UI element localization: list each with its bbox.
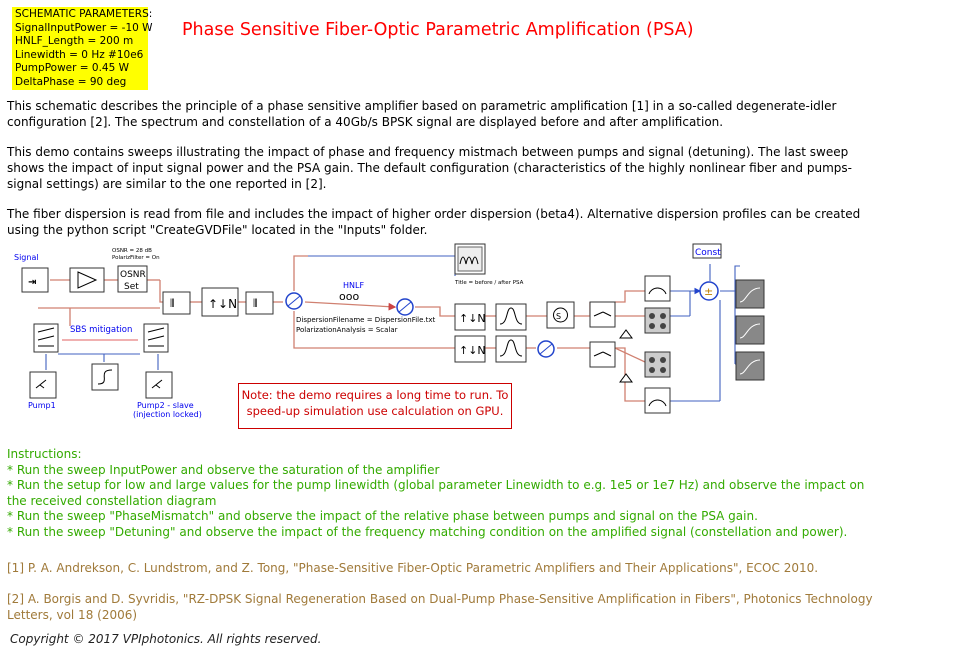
osnr-param: OSNR = 28 dB [112, 248, 152, 254]
osnr-box-line2: Set [124, 282, 139, 292]
svg-text:↑↓N: ↑↓N [208, 297, 237, 311]
ground-triangle-2 [619, 373, 633, 383]
pump-combiner-node[interactable] [285, 292, 303, 310]
const-label: Const [695, 248, 721, 258]
schematic-canvas: Signal ⇥ OSNR = 28 dB PolarizFilter = On… [14, 243, 765, 419]
pulse-carver-block[interactable] [69, 267, 105, 293]
svg-text:ooo: ooo [339, 290, 359, 303]
osnr-set-block[interactable]: OSNR Set [117, 265, 148, 293]
svg-text:⇥: ⇥ [28, 277, 36, 288]
const-source-block[interactable]: Const [692, 243, 722, 259]
gpu-note-box: Note: the demo requires a long time to r… [238, 383, 512, 429]
note-line-1: Note: the demo requires a long time to r… [241, 388, 509, 402]
svg-text:⫴: ⫴ [170, 297, 175, 310]
svg-text:↑↓N: ↑↓N [459, 344, 486, 357]
pump2-label-line1: Pump2 - slave [137, 401, 194, 410]
clock-recovery-block[interactable]: S [546, 301, 575, 329]
sbs-modulator-2[interactable] [143, 323, 169, 353]
constellation-block-1[interactable] [644, 307, 671, 334]
description-paragraph-1: This schematic describes the principle o… [7, 99, 837, 129]
signal-label: Signal [14, 253, 39, 262]
switch-block-1[interactable] [589, 301, 616, 328]
coupler-block[interactable]: ↑↓N [201, 287, 239, 317]
psa-output-node[interactable] [396, 298, 414, 316]
reference-2: [2] A. Borgis and D. Syvridis, "RZ-DPSK … [7, 592, 873, 622]
optical-links [38, 255, 646, 402]
numerical-analyzer-1[interactable] [735, 279, 765, 309]
svg-text:⫴: ⫴ [253, 297, 258, 310]
param-delta-phase: DeltaPhase = 90 deg [15, 75, 127, 88]
svg-text:S: S [556, 312, 561, 321]
power-meter-1[interactable] [644, 275, 671, 302]
dispersion-param: DispersionFilename = DispersionFile.txt [296, 316, 436, 324]
filter-block-2[interactable] [495, 335, 527, 363]
page-title: Phase Sensitive Fiber-Optic Parametric A… [182, 20, 694, 40]
param-hnlf-length: HNLF_Length = 200 m [15, 35, 134, 48]
demux-block-2[interactable]: ↑↓N [454, 335, 486, 363]
polarization-block-1[interactable]: ⫴ [162, 291, 191, 315]
constellation-block-2[interactable] [644, 351, 671, 378]
param-linewidth: Linewidth = 0 Hz #10e6 [15, 48, 144, 61]
adder-node[interactable]: ± [699, 281, 719, 301]
pump2-label-line2: (injection locked) [133, 410, 202, 419]
sbs-modulator-1[interactable] [33, 323, 59, 353]
ground-triangle-1 [619, 329, 633, 339]
pump1-laser-block[interactable] [29, 371, 57, 399]
svg-text:±: ± [704, 285, 713, 298]
reference-1: [1] P. A. Andrekson, C. Lundstrom, and Z… [7, 561, 819, 575]
signal-tx-block[interactable]: ⇥ [21, 267, 49, 293]
copyright-text: Copyright © 2017 VPIphotonics. All right… [10, 632, 322, 646]
sbs-mitigation-label: SBS mitigation [70, 325, 132, 335]
osnr-box-line1: OSNR [120, 270, 146, 280]
instructions-block: Instructions: * Run the sweep InputPower… [7, 447, 887, 541]
polarization-block-2[interactable]: ⫴ [245, 291, 274, 315]
instruction-item: * Run the setup for low and large values… [7, 478, 865, 508]
numerical-analyzer-3[interactable] [735, 351, 765, 381]
polarization-param: PolarizationAnalysis = Scalar [296, 326, 398, 334]
instruction-item: * Run the sweep "PhaseMismatch" and obse… [7, 509, 758, 524]
switch-block-2[interactable] [589, 341, 616, 368]
polariz-param: PolarizFilter = On [112, 255, 160, 261]
param-signal-input-power: SignalInputPower = -10 W [15, 21, 153, 34]
pump1-label: Pump1 [28, 401, 56, 410]
schematic-parameters-box[interactable]: SCHEMATIC PARAMETERS: SignalInputPower =… [12, 7, 153, 90]
filter-block-1[interactable] [495, 303, 527, 331]
note-line-2: speed-up simulation use calculation on G… [246, 404, 504, 418]
phase-shifter-block[interactable] [91, 363, 119, 391]
analyzer-title-param: Title = before / after PSA [454, 280, 524, 286]
svg-text:↑↓N: ↑↓N [459, 312, 486, 325]
local-oscillator-node[interactable] [537, 340, 555, 358]
power-meter-2[interactable] [644, 387, 671, 414]
numerical-analyzer-2[interactable] [735, 315, 765, 345]
hnlf-fiber-icon[interactable]: ooo [339, 290, 359, 303]
description-paragraph-2: This demo contains sweeps illustrating t… [7, 145, 852, 191]
description-paragraph-3: The fiber dispersion is read from file a… [7, 207, 861, 237]
spectrum-analyzer[interactable] [454, 243, 486, 275]
param-pump-power: PumpPower = 0.45 W [15, 62, 130, 75]
instructions-header: Instructions: [7, 447, 82, 461]
demux-block-1[interactable]: ↑↓N [454, 303, 486, 331]
params-header: SCHEMATIC PARAMETERS: [15, 8, 153, 20]
hnlf-label: HNLF [343, 281, 364, 290]
instruction-item: * Run the sweep InputPower and observe t… [7, 462, 440, 477]
pump2-laser-block[interactable] [145, 371, 173, 399]
instruction-item: * Run the sweep "Detuning" and observe t… [7, 524, 848, 539]
